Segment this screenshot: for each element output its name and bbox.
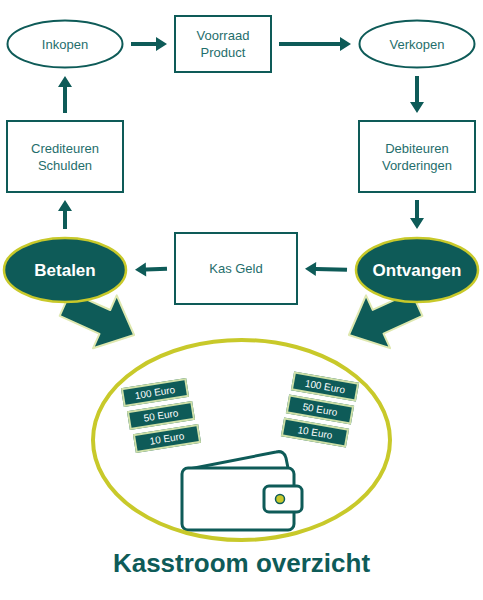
wallet-clasp (264, 486, 302, 512)
wallet-button (276, 495, 285, 504)
banknote-label: 10 Euro (133, 424, 201, 453)
flow-arrow (58, 76, 72, 113)
node-text-group: Ontvangen (367, 262, 468, 279)
flow-arrow (279, 37, 351, 51)
activity-ellipse: Verkopen (358, 19, 476, 69)
action-ellipse: Ontvangen (354, 236, 480, 304)
node-label: Debiteuren Vorderingen (366, 140, 468, 174)
wallet-illustration (176, 440, 311, 535)
oval-outline (93, 340, 390, 540)
node-label: Kas Geld (209, 260, 262, 277)
node-text-group: Inkopen (36, 36, 94, 53)
node-text-group: Kas Geld (203, 260, 268, 277)
process-box: Kas Geld (174, 232, 298, 305)
flow-arrow (410, 200, 424, 229)
flow-arrow (131, 37, 167, 51)
node-outline (88, 335, 395, 585)
cashflow-oval: Kasstroom overzicht (88, 335, 395, 585)
flow-arrow (305, 262, 347, 276)
node-text-group: Debiteuren Vorderingen (360, 140, 474, 174)
action-ellipse: Betalen (2, 236, 128, 304)
node-text-group: Kasstroom overzicht (68, 547, 415, 579)
process-box: Debiteuren Vorderingen (358, 120, 476, 193)
process-box: Voorraad Product (174, 15, 272, 73)
flow-arrow (135, 262, 167, 276)
node-text-group: Betalen (28, 262, 101, 279)
wallet-body (182, 468, 294, 530)
activity-ellipse: Inkopen (6, 19, 124, 69)
node-text-group: Voorraad Product (176, 27, 270, 61)
node-label: Voorraad Product (182, 27, 264, 61)
ellipse-outline (360, 21, 475, 68)
node-text-group: Verkopen (384, 36, 451, 53)
ellipse-fill (4, 238, 126, 302)
process-box: Crediteuren Schulden (6, 120, 124, 193)
flow-arrow (410, 76, 424, 113)
node-label: Betalen (34, 262, 95, 279)
overview-heading: Kasstroom overzicht (68, 547, 415, 579)
flow-arrow (58, 200, 72, 229)
ellipse-outline (8, 21, 123, 68)
node-text-group: Crediteuren Schulden (8, 140, 122, 174)
node-label: Inkopen (42, 36, 88, 53)
node-label: Verkopen (390, 36, 445, 53)
ellipse-fill (356, 238, 478, 302)
node-label: Ontvangen (373, 262, 462, 279)
node-label: Crediteuren Schulden (14, 140, 116, 174)
